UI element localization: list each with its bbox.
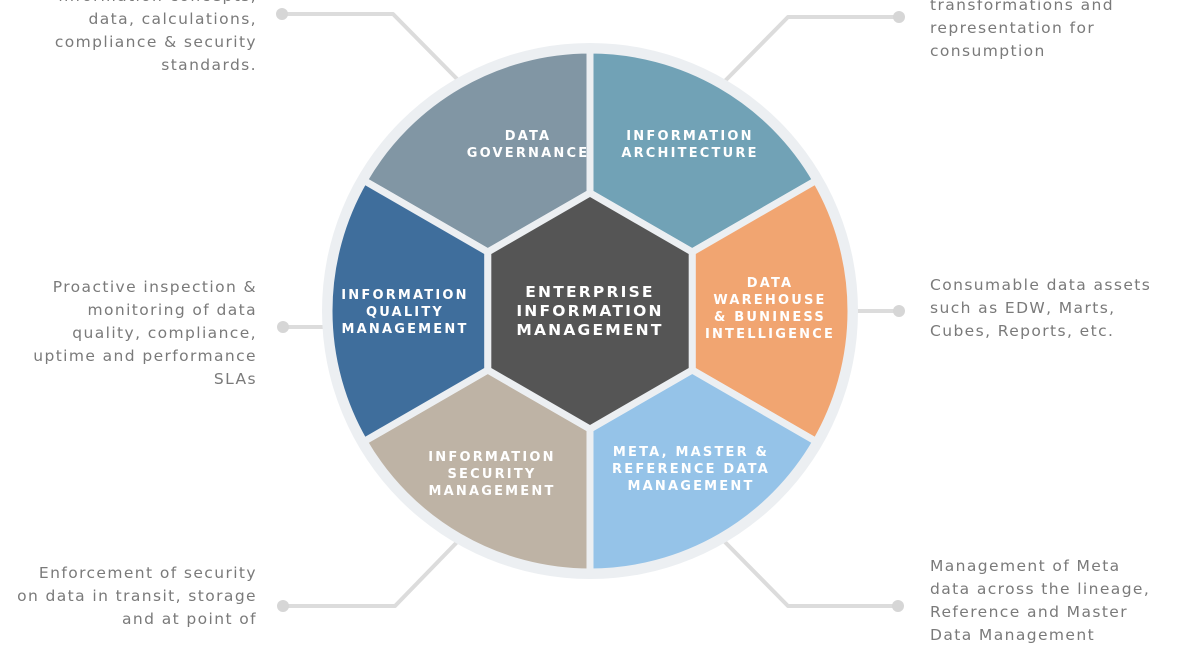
desc-information-quality: Proactive inspection & monitoring of dat…	[33, 278, 257, 388]
segment-information-quality[interactable]	[325, 177, 492, 445]
connector-meta-master-reference	[718, 535, 900, 608]
segment-data-warehouse-bi[interactable]	[688, 177, 855, 445]
center-hexagon[interactable]	[484, 189, 696, 433]
dot-information-architecture	[893, 11, 905, 23]
segment-information-security[interactable]	[360, 366, 594, 576]
desc-information-security: Enforcement of security on data in trans…	[17, 564, 257, 628]
dot-information-security	[277, 600, 289, 612]
connector-information-architecture	[718, 15, 901, 88]
desc-data-governance: information concepts, data, calculations…	[54, 0, 257, 74]
connector-dots	[276, 8, 905, 612]
connector-information-security	[281, 535, 464, 608]
dot-information-quality	[277, 321, 289, 333]
dot-data-governance	[276, 8, 288, 20]
segment-information-architecture[interactable]	[586, 46, 820, 256]
dot-meta-master-reference	[892, 600, 904, 612]
connectors	[280, 12, 901, 608]
desc-data-warehouse-bi: Consumable data assets such as EDW, Mart…	[930, 276, 1152, 340]
segment-meta-master-reference[interactable]	[586, 366, 820, 576]
desc-meta-master-reference: Management of Meta data across the linea…	[930, 557, 1151, 644]
dot-data-warehouse-bi	[893, 305, 905, 317]
segment-data-governance[interactable]	[360, 46, 594, 256]
connector-data-governance	[280, 12, 464, 86]
desc-information-architecture: transformations and representation for c…	[930, 0, 1114, 60]
